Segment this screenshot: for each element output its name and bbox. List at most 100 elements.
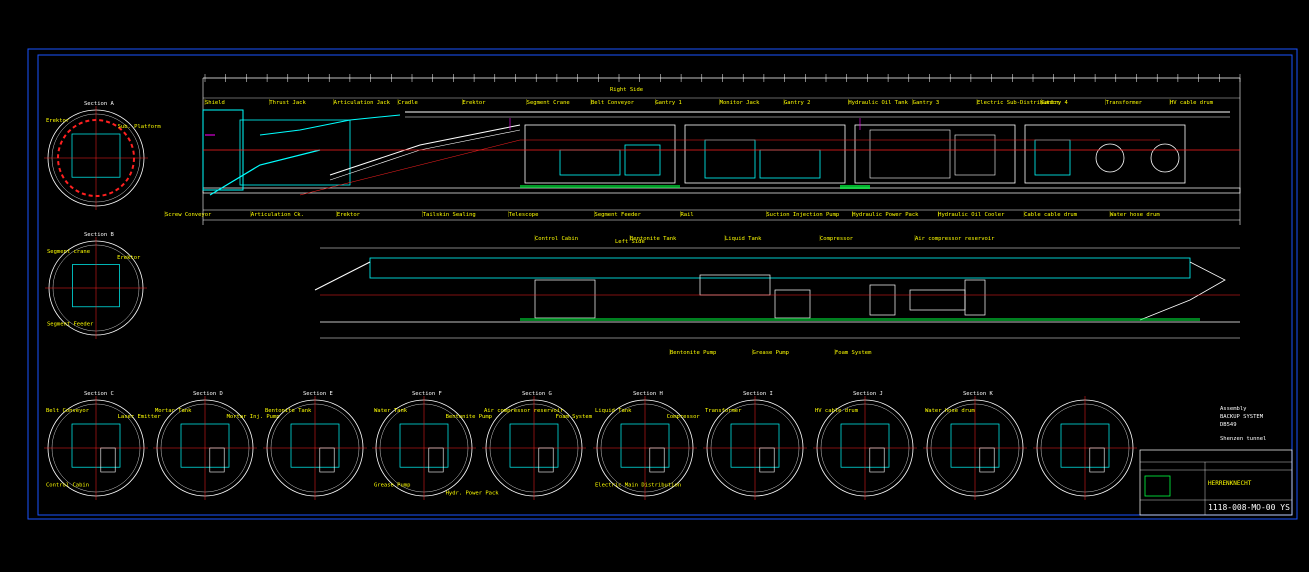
outer-frame: [27, 48, 1298, 520]
section-callout: Sub. Platform: [118, 124, 162, 130]
section-title: Section D: [193, 391, 223, 397]
section-callout: Liquid Tank: [595, 408, 632, 414]
left-bottom-label-2: Foam System: [835, 350, 872, 356]
side-top-label-10: Hydraulic Oil Tank: [848, 100, 908, 106]
section-callout: Control Cabin: [46, 482, 89, 488]
left-bottom-label-1: Grease Pump: [753, 350, 789, 356]
side-top-label-11: Gantry 3: [913, 100, 940, 106]
control-cabin-box: [534, 279, 596, 319]
section-callout: Erektor: [46, 118, 70, 124]
section-callout: Transformer: [705, 408, 742, 414]
side-bottom-label-7: Suction Injection Pump: [766, 212, 839, 218]
title-block-project: Shenzen tunnel: [1220, 436, 1266, 442]
side-bottom-label-4: Telescope: [509, 212, 539, 218]
side-top-label-12: Electric Sub-Distribution: [977, 100, 1060, 106]
side-top-label-5: Segment Crane: [527, 100, 570, 106]
side-top-label-1: Thrust Jack: [269, 100, 306, 106]
section-11: [1033, 396, 1137, 500]
section-callout: Bentonite Pump: [446, 414, 492, 420]
side-bottom-label-5: Segment Feeder: [595, 212, 642, 218]
gantry-1: [524, 124, 676, 184]
section-callout: Segment crane: [47, 249, 90, 255]
section-callout: Grease Pump: [374, 482, 410, 488]
side-bottom-label-2: Erektor: [337, 212, 361, 218]
side-top-label-6: Belt Conveyor: [591, 100, 635, 106]
side-bottom-label-8: Hydraulic Power Pack: [852, 212, 919, 218]
left-view-top-labels: Control Cabin Bentonite Tank Liquid Tank Co…: [534, 235, 995, 242]
section-callout: Belt Conveyor: [46, 408, 90, 414]
section-title: Section C: [84, 391, 114, 397]
section-callout: Air compressor reservoir: [484, 408, 564, 414]
section-title: Section F: [412, 391, 442, 397]
side-top-label-9: Gantry 2: [784, 100, 811, 106]
left-top-label-1: Bentonite Tank: [630, 236, 677, 242]
left-top-label-0: Control Cabin: [535, 236, 578, 242]
side-top-label-15: HV cable drum: [1170, 100, 1214, 106]
section-title: Section E: [303, 391, 333, 397]
section-9: Section J HV cable drum: [813, 391, 917, 500]
left-top-label-2: Liquid Tank: [725, 236, 762, 242]
section-title: Section B: [84, 232, 114, 238]
left-top-label-4: Air compressor reservoir: [915, 236, 995, 242]
section-10: Section K Water hose drum: [923, 391, 1027, 500]
side-top-label-8: Monitor Jack: [720, 100, 760, 106]
section-callout: Water Tank: [374, 408, 408, 414]
side-top-label-14: Transformer: [1106, 100, 1143, 106]
side-bottom-label-10: Cable cable drum: [1024, 212, 1078, 218]
section-title: Section A: [84, 101, 114, 107]
section-callout: Electric Main Distribution: [595, 482, 681, 488]
side-view-top-labels: Shield Thrust Jack Articulation Jack Cradle…: [204, 99, 1214, 106]
side-top-label-2: Articulation Jack: [334, 100, 391, 106]
section-title: Section I: [743, 391, 773, 397]
side-bottom-label-9: Hydraulic Oil Cooler: [938, 212, 1005, 218]
left-top-label-3: Compressor: [820, 236, 854, 242]
section-8: Section I Transformer: [703, 391, 807, 500]
section-callout: Segment Feeder: [47, 322, 94, 328]
side-top-label-4: Erektor: [462, 100, 486, 106]
section-title: Section H: [633, 391, 663, 397]
side-top-label-3: Cradle: [398, 100, 418, 106]
left-view-conveyor: [369, 257, 1191, 279]
side-top-label-0: Shield: [205, 100, 225, 106]
side-top-label-13: Gantry 4: [1041, 100, 1068, 106]
gantry-3: [854, 124, 1016, 184]
inner-frame: [37, 54, 1293, 516]
side-bottom-label-0: Screw Conveyor: [165, 212, 212, 218]
section-callout: Foam System: [556, 414, 593, 420]
left-side-title: Left Side: [615, 239, 645, 245]
section-callout: Hydr. Power Pack: [446, 490, 500, 496]
section-title: Section K: [963, 391, 993, 397]
company-logo: [1144, 475, 1171, 497]
section-callout: Erektor: [117, 255, 141, 261]
side-view-left: Left Side Control Cabin Bentonite Tank Liq…: [314, 235, 1240, 356]
ruler-ticks: [204, 74, 1241, 82]
rail-upper: [202, 187, 1241, 194]
side-bottom-label-11: Water hose drum: [1110, 212, 1160, 218]
title-block-company: HERRENKNECHT: [1208, 480, 1252, 487]
section-callout: HV cable drum: [815, 408, 859, 414]
side-view-right: Right Side: [164, 74, 1241, 225]
section-callout: Mortar Inj. Pump: [227, 414, 280, 420]
section-title: Section J: [853, 391, 883, 397]
section-callout: Compressor: [667, 414, 701, 420]
side-top-label-7: Gantry 1: [655, 100, 682, 106]
section-callout: Water hose drum: [925, 408, 975, 414]
water-hose-drum: [1150, 143, 1180, 173]
title-block-drawing-no: 1118-008-MO-00 YS: [1208, 503, 1290, 512]
transformer-box: [1034, 139, 1071, 176]
section-callout: Laser Emitter: [118, 414, 162, 420]
gantry-4: [1024, 124, 1186, 184]
left-bottom-label-0: Bentonite Pump: [670, 350, 716, 356]
title-block-title-2: BACKUP SYSTEM: [1220, 414, 1264, 420]
side-bottom-label-3: Tailskin Sealing: [423, 212, 476, 218]
title-block-code: DB549: [1220, 422, 1237, 428]
